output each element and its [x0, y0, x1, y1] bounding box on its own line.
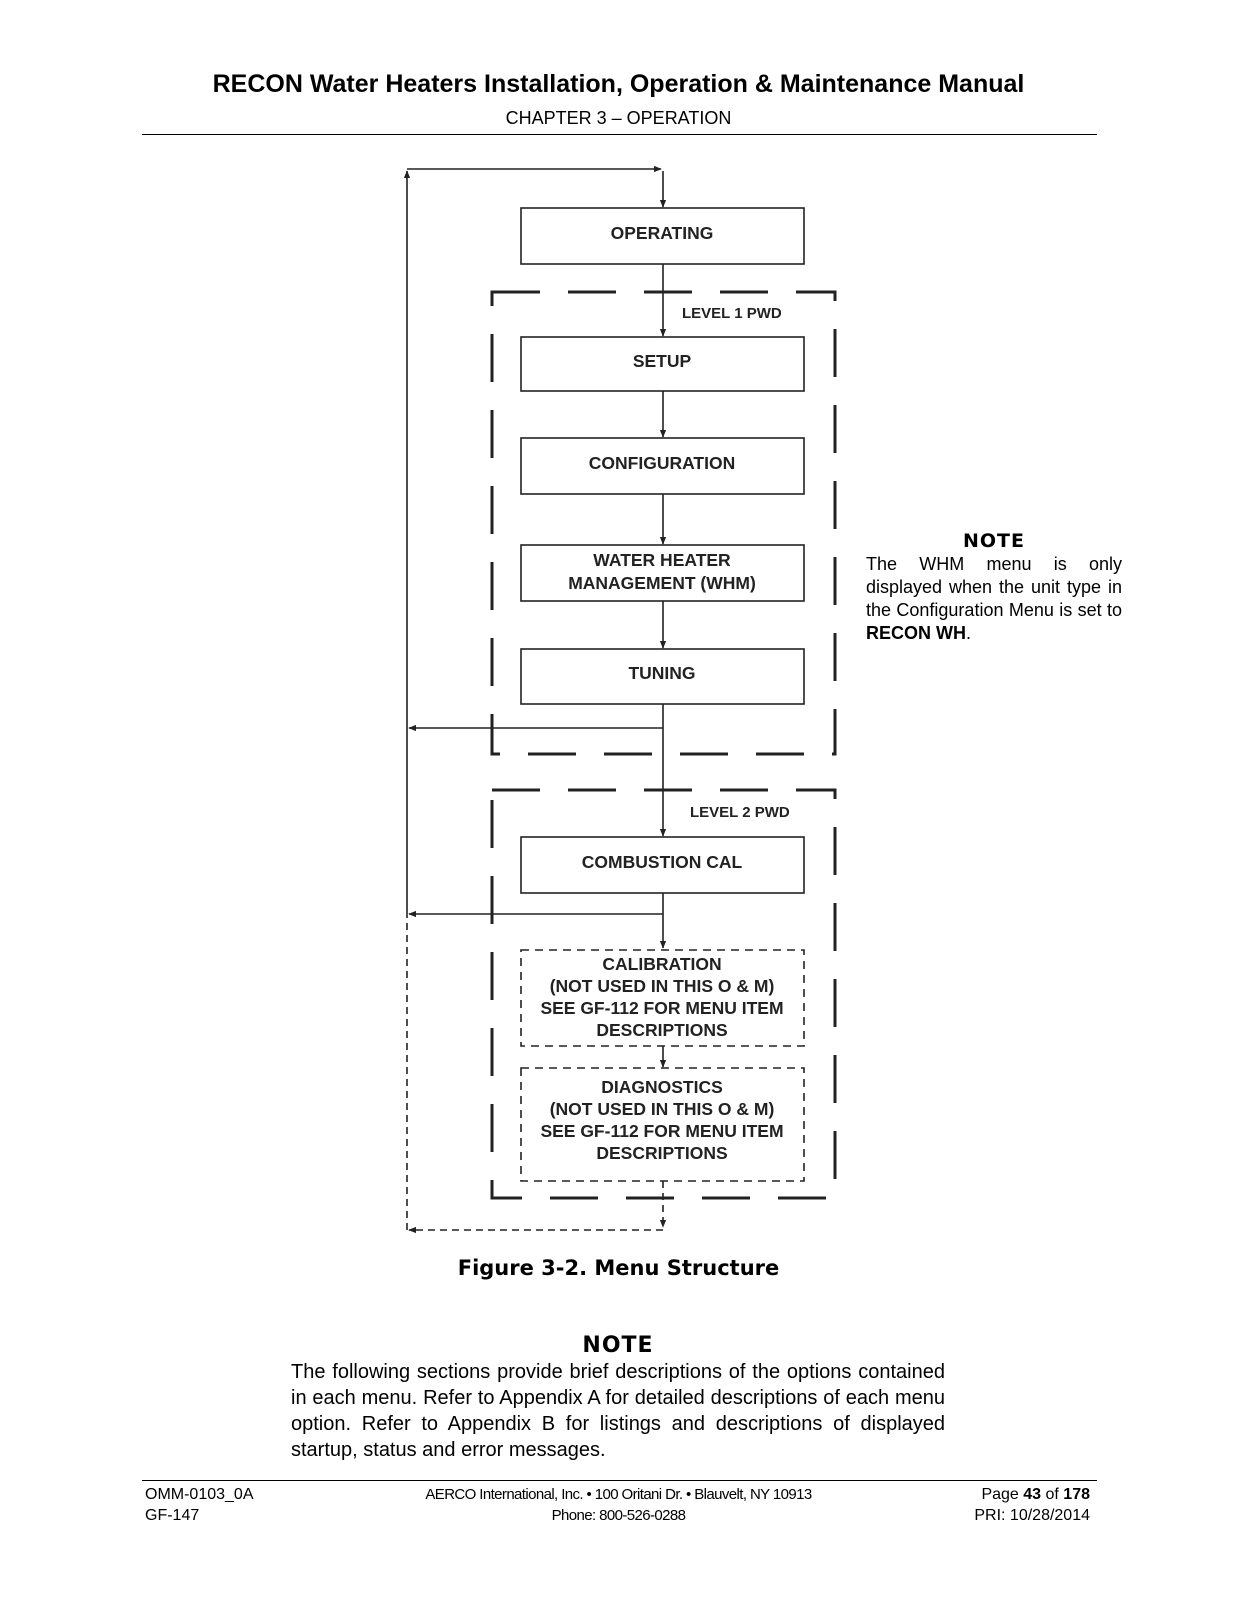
sections-note-text: The following sections provide brief des…: [291, 1361, 945, 1461]
whm-note-title: NOTE: [963, 530, 1025, 552]
figure-caption: Figure 3-2. Menu Structure: [457, 1256, 780, 1280]
box-tuning: TUNING: [520, 648, 805, 705]
svg-text:MANAGEMENT (WHM): MANAGEMENT (WHM): [568, 573, 756, 593]
svg-text:OPERATING: OPERATING: [611, 223, 714, 243]
footer-company: AERCO International, Inc. • 100 Oritani …: [0, 1484, 1237, 1526]
menu-structure-diagram: LEVEL 1 PWD LEVEL 2 PWD OPERATING SETUP …: [403, 165, 837, 1234]
sections-note: NOTE The following sections provide brie…: [291, 1333, 945, 1463]
box-calibration: CALIBRATION (NOT USED IN THIS O & M) SEE…: [520, 949, 805, 1047]
svg-text:DIAGNOSTICS: DIAGNOSTICS: [601, 1077, 723, 1097]
footer-form-number: GF-147: [145, 1507, 200, 1524]
box-combustion-cal: COMBUSTION CAL: [520, 836, 805, 894]
box-configuration: CONFIGURATION: [520, 437, 805, 495]
header-rule: [142, 134, 1097, 135]
svg-text:TUNING: TUNING: [628, 663, 695, 683]
footer-page-info: Page 43 of 178 PRI: 10/28/2014: [974, 1484, 1090, 1526]
svg-text:CONFIGURATION: CONFIGURATION: [589, 453, 735, 473]
footer-page-number: Page 43 of 178: [981, 1486, 1090, 1503]
svg-text:WATER HEATER: WATER HEATER: [593, 550, 731, 570]
chapter-heading: CHAPTER 3 – OPERATION: [505, 108, 732, 128]
whm-note-text: The WHM menu is only displayed when the …: [866, 554, 1122, 643]
box-diagnostics: DIAGNOSTICS (NOT USED IN THIS O & M) SEE…: [520, 1067, 805, 1182]
box-setup: SETUP: [520, 336, 805, 392]
level-2-label: LEVEL 2 PWD: [690, 804, 790, 821]
svg-text:(NOT USED IN THIS O & M): (NOT USED IN THIS O & M): [550, 1099, 775, 1119]
footer-rule: [142, 1480, 1097, 1481]
svg-text:SEE GF-112 FOR MENU ITEM: SEE GF-112 FOR MENU ITEM: [540, 998, 783, 1018]
svg-text:(NOT USED IN THIS O & M): (NOT USED IN THIS O & M): [550, 976, 775, 996]
footer-phone: Phone: 800-526-0288: [551, 1507, 686, 1524]
svg-text:SEE GF-112 FOR MENU ITEM: SEE GF-112 FOR MENU ITEM: [540, 1121, 783, 1141]
footer-doc-ids: OMM-0103_0A GF-147: [145, 1484, 254, 1526]
svg-text:CALIBRATION: CALIBRATION: [602, 954, 721, 974]
box-operating: OPERATING: [520, 207, 805, 265]
level-1-label: LEVEL 1 PWD: [682, 305, 782, 322]
svg-text:SETUP: SETUP: [633, 351, 692, 371]
footer-pri-date: PRI: 10/28/2014: [974, 1507, 1090, 1524]
whm-note: NOTE The WHM menu is only displayed when…: [866, 530, 1122, 645]
footer-address: AERCO International, Inc. • 100 Oritani …: [425, 1486, 812, 1503]
svg-text:DESCRIPTIONS: DESCRIPTIONS: [596, 1020, 727, 1040]
svg-text:DESCRIPTIONS: DESCRIPTIONS: [596, 1143, 727, 1163]
box-whm: WATER HEATER MANAGEMENT (WHM): [520, 544, 805, 602]
sections-note-title: NOTE: [582, 1333, 654, 1358]
footer-doc-number: OMM-0103_0A: [145, 1486, 254, 1503]
manual-title: RECON Water Heaters Installation, Operat…: [212, 70, 1025, 98]
svg-text:COMBUSTION CAL: COMBUSTION CAL: [582, 852, 743, 872]
